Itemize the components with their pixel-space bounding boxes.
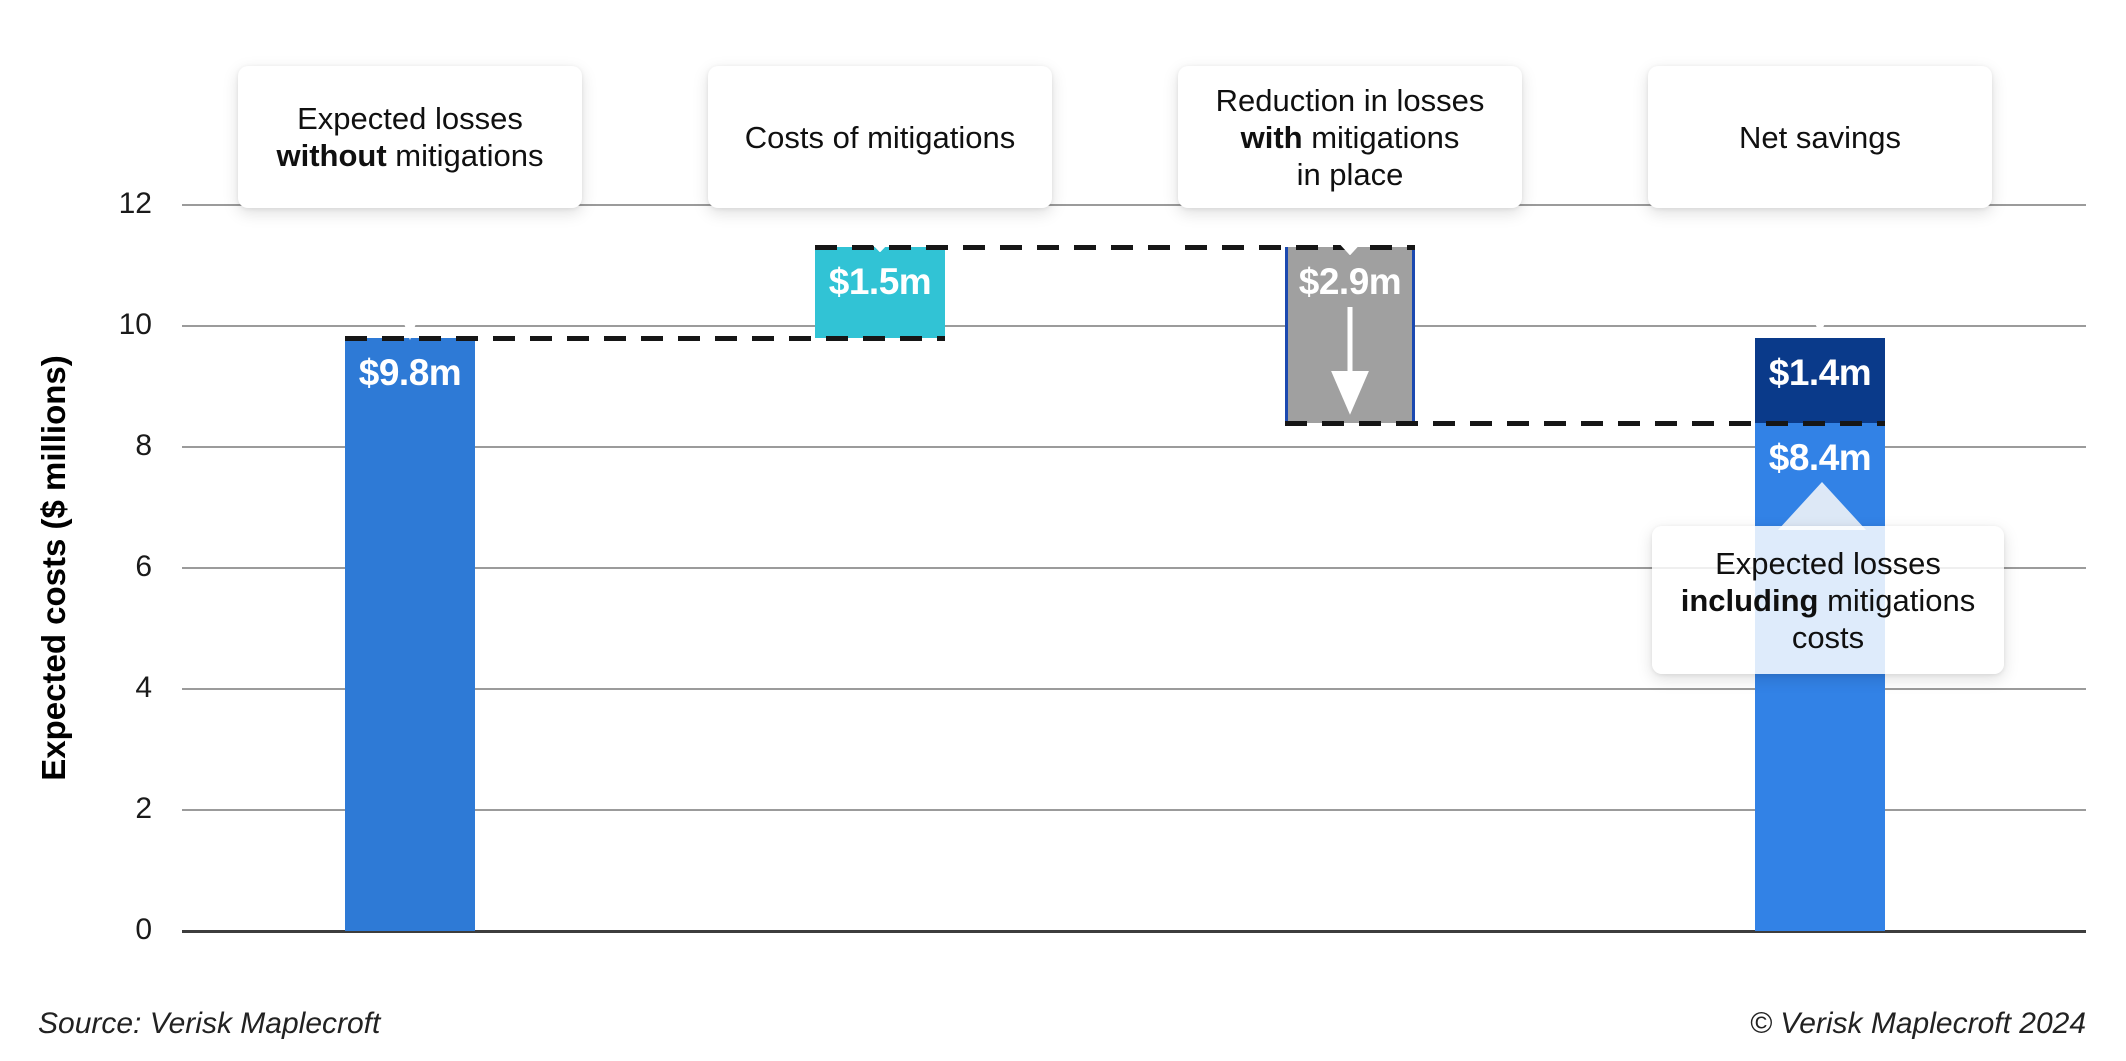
callout-text-bold: without: [276, 138, 387, 173]
bar-costs-of-mitigations: [815, 247, 945, 339]
callout-text: mitigations: [386, 138, 544, 173]
callout-text: Expected losses: [1715, 545, 1941, 581]
y-tick-label: 6: [135, 550, 152, 583]
callout-text: Net savings: [1739, 119, 1901, 155]
bar-reduction-in-losses: [1285, 247, 1415, 423]
callout-tail: [361, 204, 459, 341]
copyright-note: © Verisk Maplecroft 2024: [1749, 1007, 2086, 1040]
callout-text: mitigations: [1302, 119, 1460, 155]
gridline: [182, 567, 2086, 569]
bar-value-label: $9.8m: [358, 352, 462, 394]
bar-value-label: $1.4m: [1768, 352, 1872, 394]
down-arrow-icon: [1288, 307, 1412, 415]
y-tick-label: 2: [135, 792, 152, 825]
bar-expected-losses-without-mitigations: [345, 338, 475, 931]
bar-value-label: $8.4m: [1768, 436, 1872, 478]
callout-text-line: Net savings: [1739, 119, 1901, 156]
callout-text-line: Reduction in losses: [1216, 82, 1485, 119]
bar-net-savings: [1755, 338, 1885, 423]
y-tick-label: 8: [135, 429, 152, 462]
gridline: [182, 809, 2086, 811]
down-arrow-shaft: [1347, 307, 1353, 375]
bar-value-label: $2.9m: [1298, 261, 1402, 303]
gridline: [182, 688, 2086, 690]
gridline: [182, 446, 2086, 448]
y-tick-label: 0: [135, 913, 152, 946]
callout-text-bold: including: [1680, 582, 1819, 618]
dashed-connector: [1285, 420, 1885, 426]
dashed-connector: [345, 336, 945, 342]
callout: Net savings: [1648, 66, 1992, 208]
bar-value-label: $1.5m: [828, 261, 932, 303]
gridline: [182, 325, 2086, 327]
gridline: [182, 204, 2086, 206]
callout-text-line: Expected losses: [1715, 545, 1941, 582]
callout-text: Costs of mitigations: [744, 119, 1016, 155]
callout-text-line: in place: [1297, 156, 1404, 193]
callout-text-line: with mitigations: [1241, 119, 1460, 156]
x-axis-line: [182, 929, 2086, 933]
callout: Costs of mitigations: [708, 66, 1052, 208]
callout-text-line: costs: [1792, 619, 1864, 656]
callout-text-line: Expected losses: [297, 100, 523, 137]
callout-text: costs: [1791, 619, 1865, 655]
callout-text: mitigations: [1818, 582, 1976, 618]
callout-text-line: including mitigations: [1681, 582, 1976, 619]
source-note: Source: Verisk Maplecroft: [38, 1007, 381, 1040]
y-tick-label: 10: [118, 308, 152, 341]
callout-text-bold: with: [1240, 119, 1303, 155]
callout-text-line: Costs of mitigations: [745, 119, 1016, 156]
callout-text: Expected losses: [297, 101, 523, 136]
callout-text: in place: [1296, 156, 1404, 192]
callout-text: Reduction in losses: [1215, 82, 1485, 118]
dashed-connector: [815, 245, 1415, 251]
y-tick-label: 4: [135, 671, 152, 704]
callout-text-line: without mitigations: [277, 137, 544, 174]
down-arrow-head: [1331, 370, 1369, 415]
y-tick-label: 12: [118, 187, 152, 220]
callout-tail: [1771, 204, 1869, 337]
